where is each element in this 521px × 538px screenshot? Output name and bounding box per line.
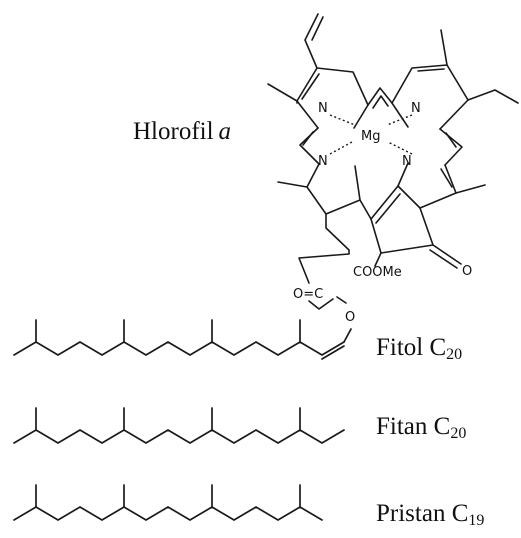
nitrogen-atom-a: N — [318, 101, 328, 116]
chlorophyll-a-structure: N N N N Mg COOMe O O=C O — [267, 13, 519, 325]
ring-e — [370, 185, 462, 269]
pristane-name: Pristan C — [376, 500, 469, 527]
phytol-chain — [13, 319, 352, 360]
nitrogen-atom-b: N — [411, 101, 421, 116]
ester-group-label: COOMe — [353, 265, 402, 280]
phytane-label: Fitan C20 — [376, 413, 466, 443]
pristane-label: Pristan C19 — [376, 500, 484, 530]
phytane-carbon-count: 20 — [450, 425, 467, 442]
chlorophyll-suffix: a — [218, 118, 232, 145]
nitrogen-atom-d: N — [318, 154, 328, 169]
ester-oxygen-atom: O — [345, 310, 355, 325]
pyrrole-ring-b — [391, 29, 519, 130]
ester-carbonyl-label: O=C — [293, 287, 323, 302]
pyrrole-ring-a — [267, 13, 369, 129]
phytol-name: Fitol C — [376, 334, 447, 361]
phytol-label: Fitol C20 — [376, 334, 462, 364]
phytane-chain — [13, 407, 345, 444]
pyrrole-ring-c — [397, 162, 486, 209]
pristane-chain — [13, 484, 323, 521]
phytane-name: Fitan C — [376, 413, 451, 440]
pyrrole-ring-d — [277, 163, 372, 220]
carbonyl-oxygen-atom: O — [462, 264, 472, 279]
pristane-carbon-count: 19 — [468, 512, 485, 529]
chlorophyll-name: Hlorofil — [133, 118, 214, 145]
magnesium-atom: Mg — [361, 129, 380, 144]
nitrogen-atom-c: N — [402, 154, 412, 169]
phytol-carbon-count: 20 — [446, 346, 463, 363]
